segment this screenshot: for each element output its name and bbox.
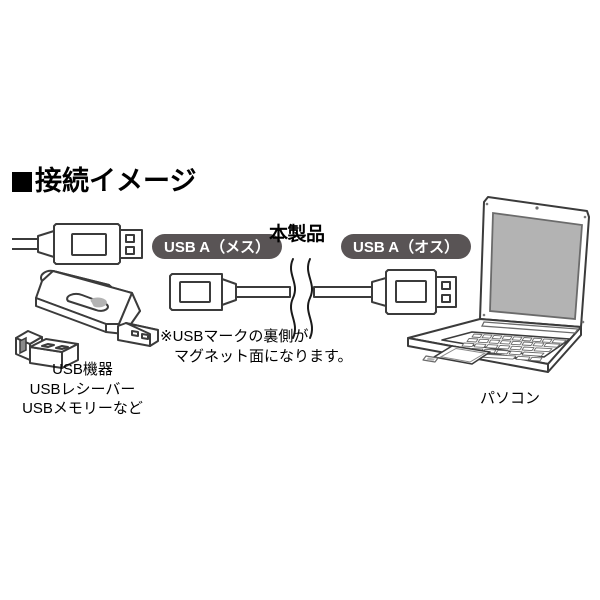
- device-caption-line-2: USBレシーバー: [29, 380, 136, 398]
- badge-usb-a-male: USB A（オス）: [341, 234, 472, 259]
- page-title-text: 接続イメージ: [35, 166, 197, 196]
- magnet-note: ※USBマークの裏側が マグネット面になります。: [160, 327, 353, 367]
- badge-usb-a-female: USB A（メス）: [152, 234, 283, 259]
- usb-flash-drive-illustration: [6, 268, 166, 363]
- badge-usb-a-female-label: USB A（メス）: [164, 239, 271, 256]
- cable-break-squiggle-icon: [281, 256, 323, 341]
- extension-cable-illustration: [168, 262, 458, 332]
- device-caption-line-1: USB機器: [52, 361, 113, 378]
- page-title: 接続イメージ: [12, 168, 196, 195]
- product-label-text: 本製品: [269, 224, 325, 245]
- product-label: 本製品: [269, 219, 325, 246]
- magnet-note-line-1: ※USBマークの裏側が: [160, 328, 309, 345]
- pc-caption: パソコン: [430, 387, 590, 408]
- magnet-note-line-2: マグネット面になります。: [174, 347, 353, 365]
- usb-nano-receiver-illustration: [8, 318, 88, 370]
- black-square-bullet-icon: [12, 171, 32, 192]
- pc-caption-text: パソコン: [479, 390, 540, 407]
- usb-a-male-plug-illustration: [10, 218, 150, 274]
- laptop-illustration: [398, 186, 600, 386]
- device-caption: USB機器 USBレシーバー USBメモリーなど: [0, 360, 165, 419]
- badge-usb-a-male-label: USB A（オス）: [353, 239, 460, 256]
- device-caption-line-3: USBメモリーなど: [22, 400, 143, 417]
